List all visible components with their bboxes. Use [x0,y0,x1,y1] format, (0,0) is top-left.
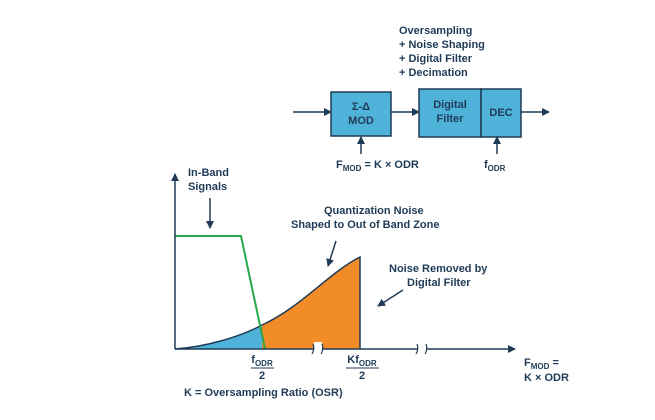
digital-filter-label-line2: Filter [437,113,465,125]
shaped-noise-area [262,257,360,349]
note-decimation: + Decimation [399,67,468,79]
tick-kfodr-half-denominator: 2 [359,370,365,382]
tick-fodr-half-denominator: 2 [259,370,265,382]
noise-removed-label-line2: Digital Filter [407,277,471,289]
inband-signal-line [175,235,266,350]
sigma-delta-modulator-block [330,91,392,137]
note-oversampling: Oversampling [399,25,472,37]
decimator-block [480,88,522,138]
decimator-label: DEC [489,107,512,119]
note-noise-shaping: + Noise Shaping [399,39,485,51]
axis-break-2 [415,342,428,356]
inband-noise-area [175,325,262,349]
note-digital-filter: + Digital Filter [399,53,473,65]
quantization-pointer-arrow [326,240,337,267]
quantization-label-line1: Quantization Noise [324,205,424,217]
modulator-label-line1: Σ-Δ [352,101,370,113]
quantization-label-line2: Shaped to Out of Band Zone [291,219,440,231]
noise-spectrum-plot: fODR 2 KfODR 2 FMOD = K × ODR In-Band Si… [171,167,569,399]
footnote: K = Oversampling Ratio (OSR) [184,387,343,399]
in-band-label-line2: Signals [188,181,227,193]
noise-curve [174,255,361,350]
axis-end-label-line2: K × ODR [524,372,569,384]
modulator-label-line2: MOD [348,115,374,127]
axis-break-1 [311,342,324,356]
fmod-label: FMOD = K × ODR [336,159,419,173]
noise-removed-label-line1: Noise Removed by [389,263,488,275]
fodr-label: fODR [484,159,506,173]
processing-steps-note: Oversampling + Noise Shaping + Digital F… [399,25,485,79]
digital-filter-label-line1: Digital [433,99,467,111]
noise-removed-pointer-arrow [377,289,404,307]
in-band-label-line1: In-Band [188,167,229,179]
axis-end-label-line1: FMOD = [524,357,559,371]
block-diagram: Σ-Δ MOD Digital Filter DEC FMOD = K × OD… [293,88,550,173]
tick-fodr-half-numerator: fODR [251,354,273,368]
tick-kfodr-half-numerator: KfODR [347,354,377,368]
